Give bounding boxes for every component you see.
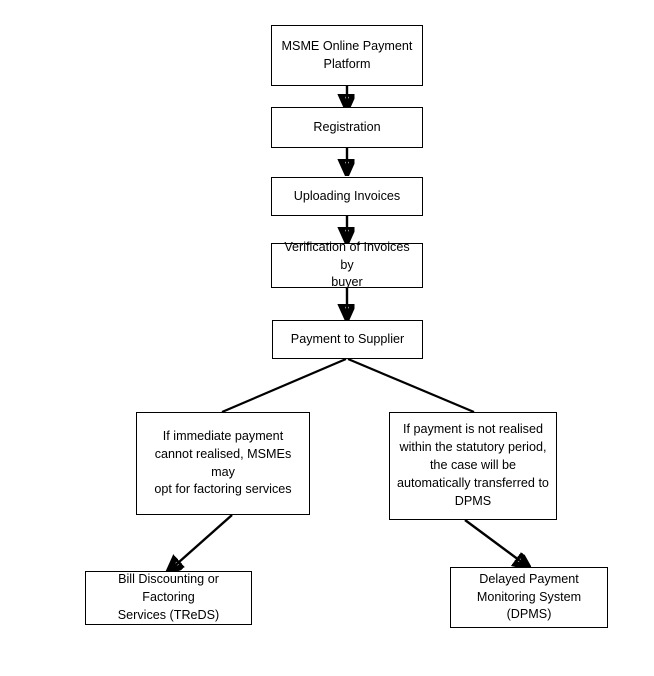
node-label: Bill Discounting or Factoring Services (…: [117, 572, 220, 622]
edge-factoring-to-treds: [170, 514, 233, 570]
node-uploading-invoices[interactable]: Uploading Invoices: [271, 177, 423, 216]
node-label: Verification of Invoices by buyer: [284, 239, 410, 290]
edge-payment-to-statutory: [347, 357, 475, 414]
node-label: MSME Online Payment Platform: [281, 38, 413, 71]
node-msme-online-payment-platform[interactable]: MSME Online Payment Platform: [271, 25, 423, 86]
node-label: Delayed Payment Monitoring System (DPMS): [476, 571, 582, 622]
node-label: Uploading Invoices: [293, 188, 401, 203]
node-delayed-payment-monitoring-system[interactable]: Delayed Payment Monitoring System (DPMS): [450, 567, 608, 628]
node-label: If payment is not realised within the st…: [397, 422, 549, 508]
edge-payment-to-factoring: [221, 357, 347, 414]
node-verification-of-invoices-by-buyer[interactable]: Verification of Invoices by buyer: [271, 240, 423, 289]
node-statutory-period-condition[interactable]: If payment is not realised within the st…: [389, 412, 557, 520]
node-factoring-condition[interactable]: If immediate payment cannot realised, MS…: [136, 412, 310, 515]
edge-statutory-to-dpms: [464, 519, 527, 566]
node-bill-discounting-treds[interactable]: Bill Discounting or Factoring Services (…: [85, 571, 252, 625]
node-label: If immediate payment cannot realised, MS…: [154, 428, 292, 497]
node-payment-to-supplier[interactable]: Payment to Supplier: [272, 320, 423, 359]
node-registration[interactable]: Registration: [271, 107, 423, 148]
node-label: Payment to Supplier: [290, 331, 405, 346]
node-label: Registration: [313, 119, 381, 134]
